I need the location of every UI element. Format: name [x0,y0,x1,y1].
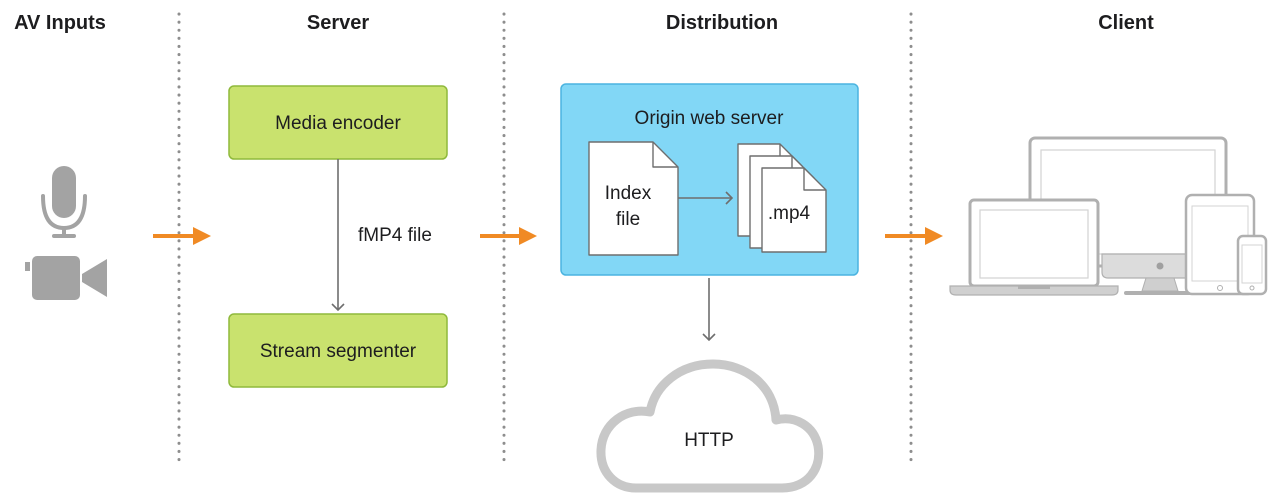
column-heading-server: Server [307,12,369,34]
mp4-file-stack-icon: .mp4 [737,143,827,253]
laptop-icon [949,198,1119,296]
stream-segmenter-box: Stream segmenter [228,313,448,388]
flow-arrow-inputs-to-server [153,227,211,245]
column-heading-distribution: Distribution [666,12,778,34]
video-camera-icon [25,256,107,300]
microphone-icon [41,166,87,238]
http-cloud-label: HTTP [684,430,734,451]
http-cloud-icon: HTTP [596,359,824,493]
smartphone-icon [1236,234,1268,296]
fmp4-file-label: fMP4 file [358,225,432,246]
index-file-label-line2: file [616,209,640,230]
media-encoder-box: Media encoder [228,85,448,160]
media-encoder-label: Media encoder [275,113,401,134]
column-heading-client: Client [1098,12,1154,34]
mp4-file-label: .mp4 [768,203,811,224]
index-file-document-icon: Index file [588,141,679,256]
flow-arrow-server-to-distribution [480,227,537,245]
origin-web-server-label: Origin web server [635,108,785,129]
stream-segmenter-label: Stream segmenter [260,341,417,362]
column-heading-av-inputs: AV Inputs [14,12,106,34]
column-dividers [177,12,913,462]
index-file-label-line1: Index [605,183,652,204]
flow-arrow-distribution-to-client [885,227,943,245]
